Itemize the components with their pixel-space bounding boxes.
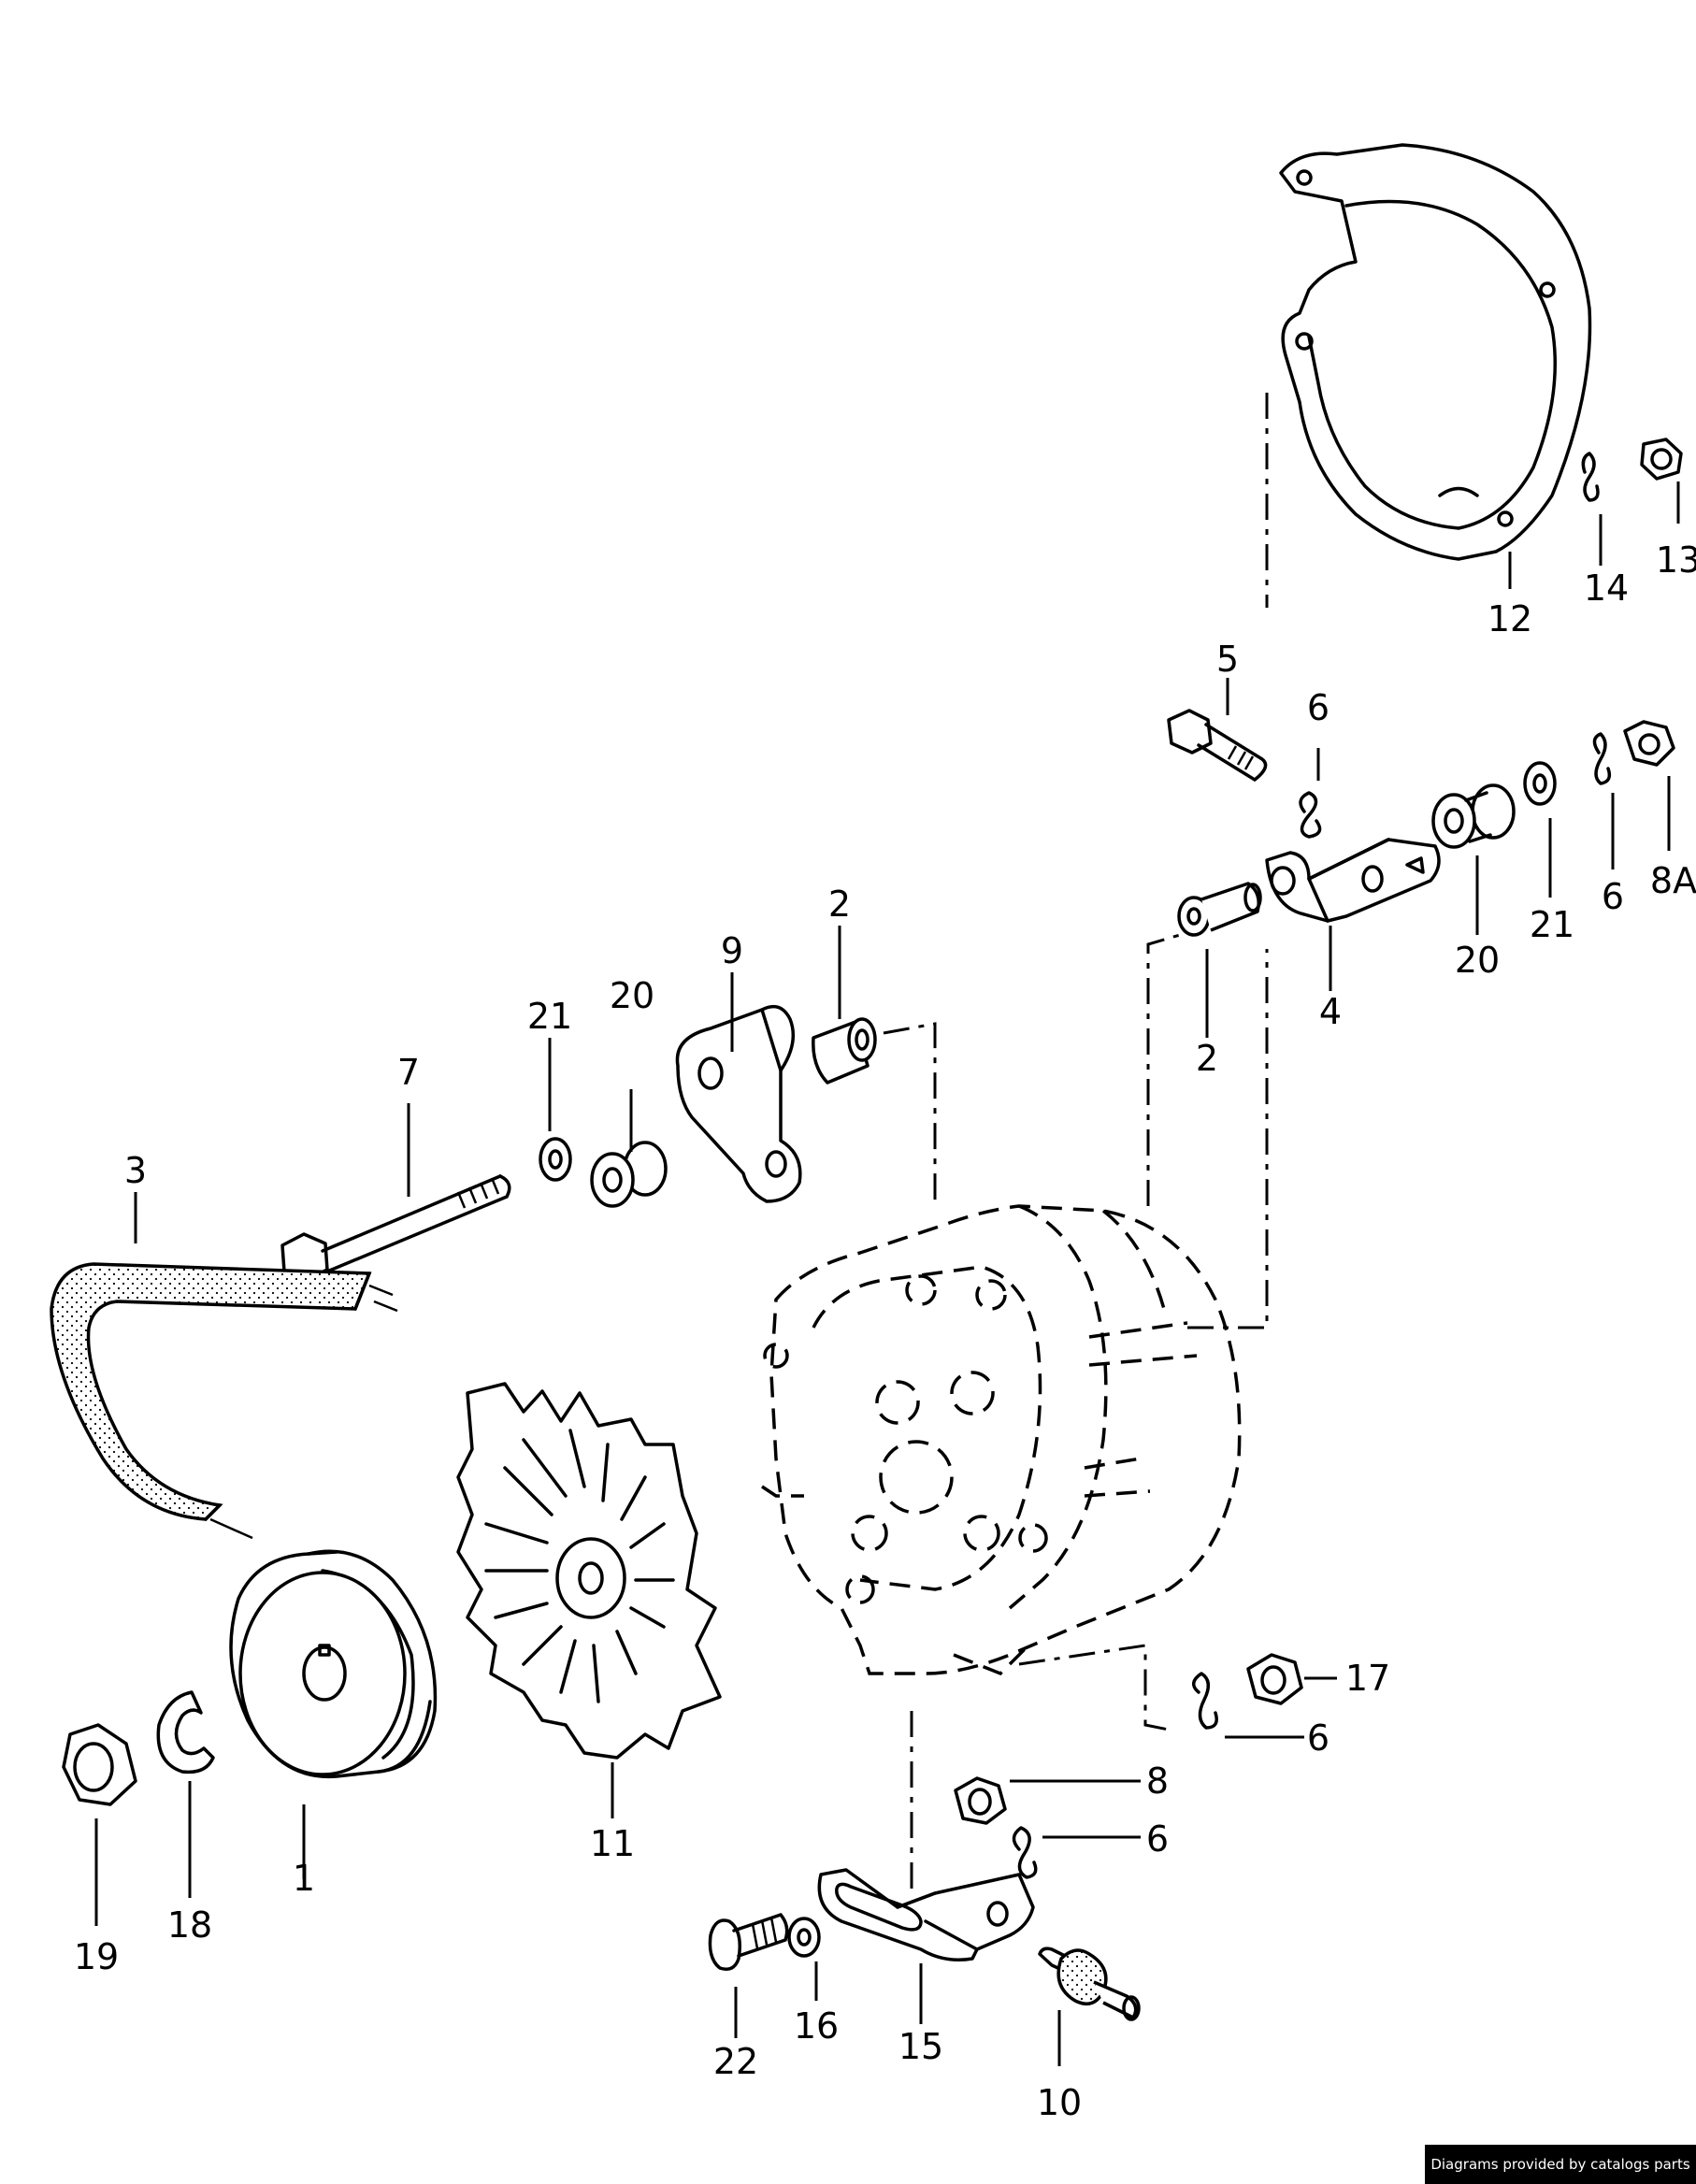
label-8a: 8A — [1650, 860, 1696, 901]
v-belt-3 — [50, 1262, 398, 1540]
bushing-2-right — [1177, 882, 1262, 937]
bolt-22 — [708, 1913, 789, 1971]
label-3: 3 — [124, 1150, 147, 1191]
alternator-outline — [761, 1204, 1242, 1676]
label-6-upper: 6 — [1307, 687, 1329, 728]
label-20-left: 20 — [610, 975, 654, 1016]
bracket-4 — [1265, 838, 1441, 923]
washer-16 — [787, 1917, 821, 1958]
bushing-2-left — [812, 1017, 877, 1085]
label-1: 1 — [293, 1858, 315, 1899]
hex-nut-17 — [1246, 1653, 1303, 1705]
label-6-lower: 6 — [1146, 1818, 1169, 1860]
label-18: 18 — [167, 1904, 212, 1946]
label-20-right: 20 — [1455, 940, 1500, 981]
axis-line-alternator-upper — [1146, 933, 1181, 1206]
label-21-right: 21 — [1530, 904, 1574, 945]
bolt-5 — [1167, 709, 1268, 782]
axis-line-alternator-lower — [1018, 1644, 1170, 1731]
label-14: 14 — [1584, 568, 1629, 609]
hex-nut-8 — [954, 1776, 1007, 1825]
label-17: 17 — [1345, 1658, 1390, 1699]
label-6-middle: 6 — [1307, 1717, 1329, 1759]
attribution-banner: Diagrams provided by catalogs parts — [1425, 2145, 1696, 2184]
fan-housing-cover — [1279, 143, 1592, 561]
label-2-left: 2 — [828, 884, 851, 925]
label-11: 11 — [590, 1823, 635, 1864]
label-2-right: 2 — [1196, 1038, 1218, 1079]
hex-nut-8a — [1623, 720, 1675, 767]
bolt-7 — [280, 1174, 511, 1283]
label-7: 7 — [397, 1052, 420, 1093]
rubber-buffer-20-left — [590, 1141, 668, 1208]
washer-21-left — [539, 1137, 572, 1182]
label-19: 19 — [74, 1936, 119, 1977]
hex-nut-19 — [62, 1723, 137, 1806]
spring-washer-6-upper — [1299, 791, 1322, 839]
label-21-left: 21 — [527, 996, 572, 1037]
label-5: 5 — [1216, 639, 1239, 680]
rubber-mount-10 — [1038, 1947, 1141, 2021]
spring-washer-6-lower — [1012, 1826, 1038, 1879]
label-6-right: 6 — [1602, 876, 1624, 917]
spring-washer-6-middle — [1192, 1672, 1218, 1730]
lock-washer-18 — [156, 1690, 215, 1774]
fan-11 — [456, 1382, 722, 1760]
label-13: 13 — [1656, 539, 1696, 581]
spring-washer-6-right — [1592, 732, 1612, 785]
label-22: 22 — [713, 2041, 758, 2082]
adjusting-bracket-15 — [817, 1868, 1035, 1961]
label-4: 4 — [1319, 991, 1342, 1032]
spring-washer-14 — [1581, 452, 1600, 502]
label-12: 12 — [1488, 598, 1532, 639]
label-9: 9 — [721, 930, 743, 971]
label-10: 10 — [1037, 2082, 1082, 2123]
bracket-9 — [675, 1004, 802, 1203]
axis-line-bushing — [883, 1022, 937, 1206]
label-16: 16 — [794, 2005, 839, 2047]
label-15: 15 — [898, 2026, 943, 2067]
washer-21-right — [1523, 761, 1557, 806]
label-8: 8 — [1146, 1760, 1169, 1802]
part-labels: 1 2 2 3 4 5 6 6 6 6 7 8 8A 9 10 11 12 13… — [74, 539, 1696, 2123]
pulley-1 — [229, 1549, 438, 1779]
hex-nut-13 — [1640, 438, 1683, 481]
rubber-buffer-20-right — [1431, 783, 1516, 849]
